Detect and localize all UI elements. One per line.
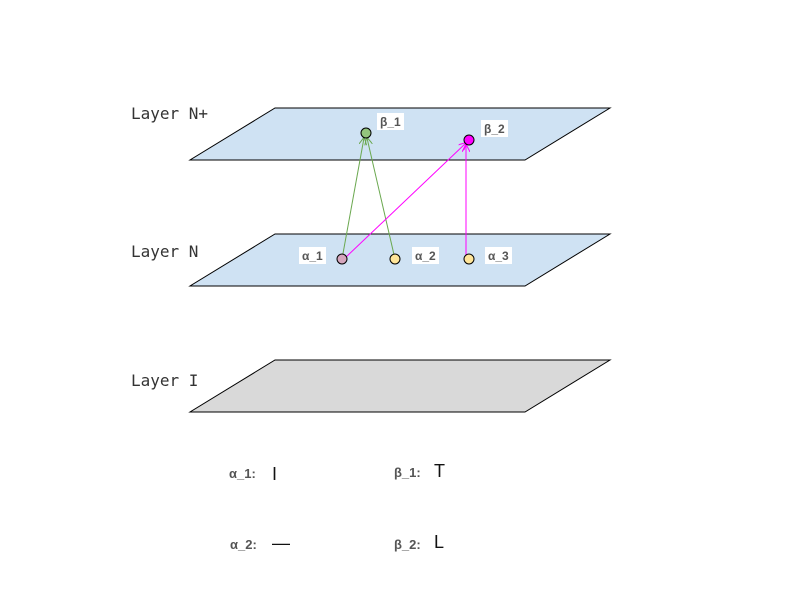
layer-i-label: Layer I <box>131 371 198 390</box>
node-beta-2 <box>463 134 475 146</box>
label-bg <box>485 247 512 264</box>
edge-alpha1-beta2 <box>344 143 466 259</box>
label-bg <box>412 247 439 264</box>
layer-n-label: Layer N <box>131 242 198 261</box>
node-alpha-1 <box>336 253 348 265</box>
legend-key-beta-2: β_2: <box>394 537 421 552</box>
legend-glyph-alpha-2: — <box>272 533 290 553</box>
node-alpha-2 <box>389 253 401 265</box>
node-alpha-1-label: α_1 <box>302 249 323 263</box>
layer-n-plus-label: Layer N+ <box>131 104 208 123</box>
label-bg <box>299 247 326 264</box>
label-bg <box>377 113 404 130</box>
legend-key-beta-1: β_1: <box>394 465 421 480</box>
node-alpha-3 <box>463 253 475 265</box>
edge-alpha1-beta1 <box>341 138 364 260</box>
node-beta-1-label: β_1 <box>380 115 401 129</box>
legend-key-alpha-1: α_1: <box>229 466 256 481</box>
legend-glyph-beta-2: L <box>434 532 444 552</box>
legend-glyph-beta-1: T <box>434 461 445 481</box>
node-alpha-3-label: α_3 <box>488 249 509 263</box>
edge-alpha2-beta1 <box>367 138 396 260</box>
legend-key-alpha-2: α_2: <box>230 537 257 552</box>
node-beta-1 <box>360 127 372 139</box>
label-bg <box>481 120 508 137</box>
legend-glyph-alpha-1: I <box>272 464 277 484</box>
node-alpha-2-label: α_2 <box>415 249 436 263</box>
node-beta-2-label: β_2 <box>484 122 505 136</box>
layer-i-plane <box>188 359 612 413</box>
